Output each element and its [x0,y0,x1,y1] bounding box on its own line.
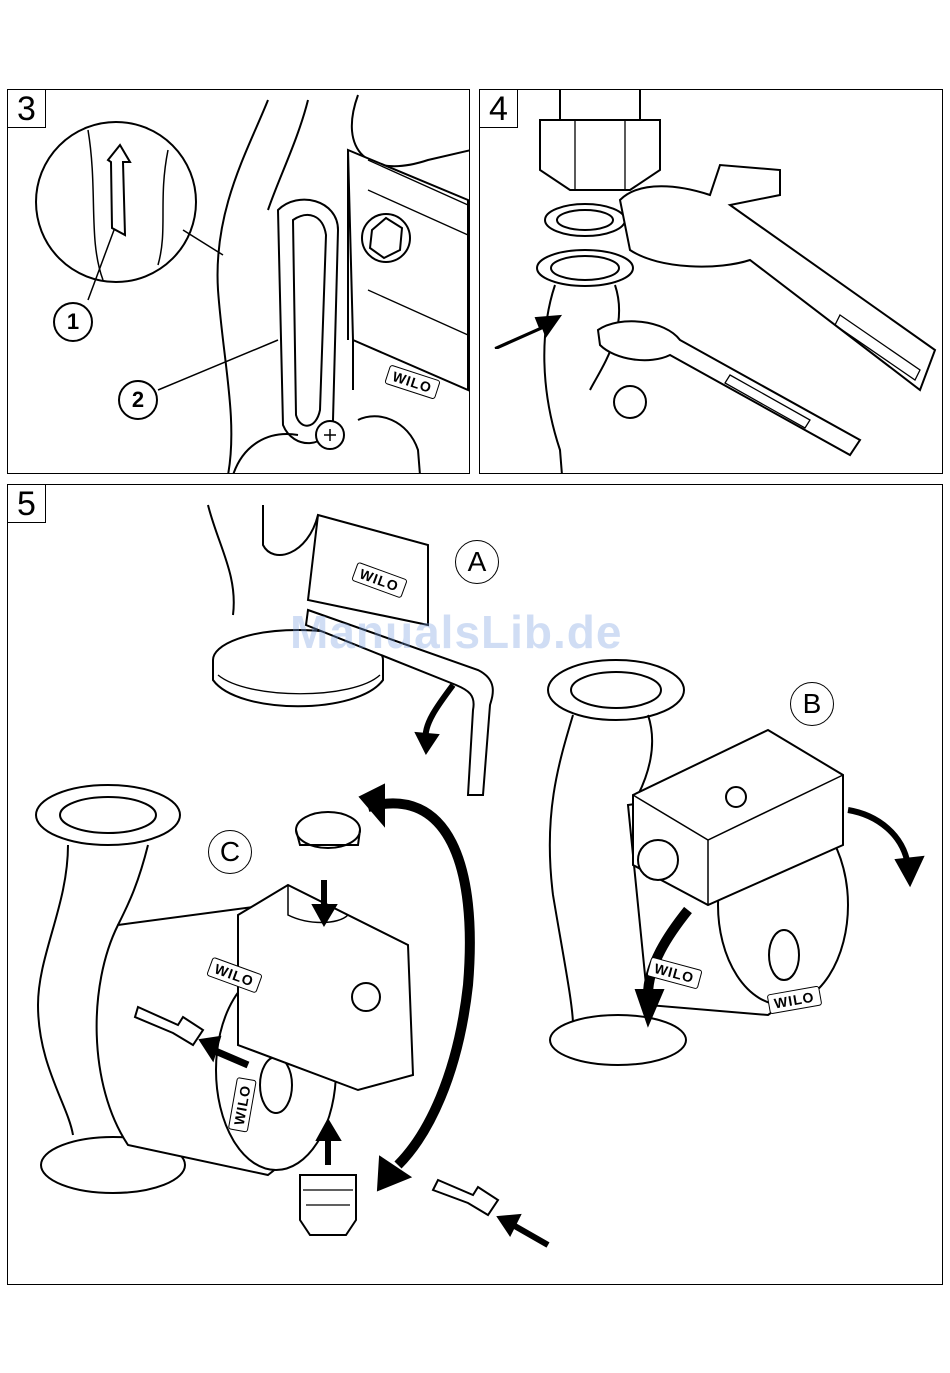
rotate-arrow-icon [426,685,453,740]
callout-1: 1 [53,302,93,342]
step-b-label: B [790,682,834,726]
watermark-text: ManualsLib.de [290,605,622,659]
step-a-label: A [455,540,499,584]
cap-icon [296,812,360,848]
step-c-label: C [208,830,252,874]
figure-3-panel: 3 1 2 WILO [7,89,470,474]
figure-5-number: 5 [8,485,46,523]
push-arrow-icon [495,316,560,348]
figure-3-number: 3 [8,90,46,128]
figure-4-panel: 4 [479,89,943,474]
callout-2: 2 [118,380,158,420]
figure-4-illustration [480,90,943,474]
figure-3-illustration [8,90,470,474]
figure-4-number: 4 [480,90,518,128]
